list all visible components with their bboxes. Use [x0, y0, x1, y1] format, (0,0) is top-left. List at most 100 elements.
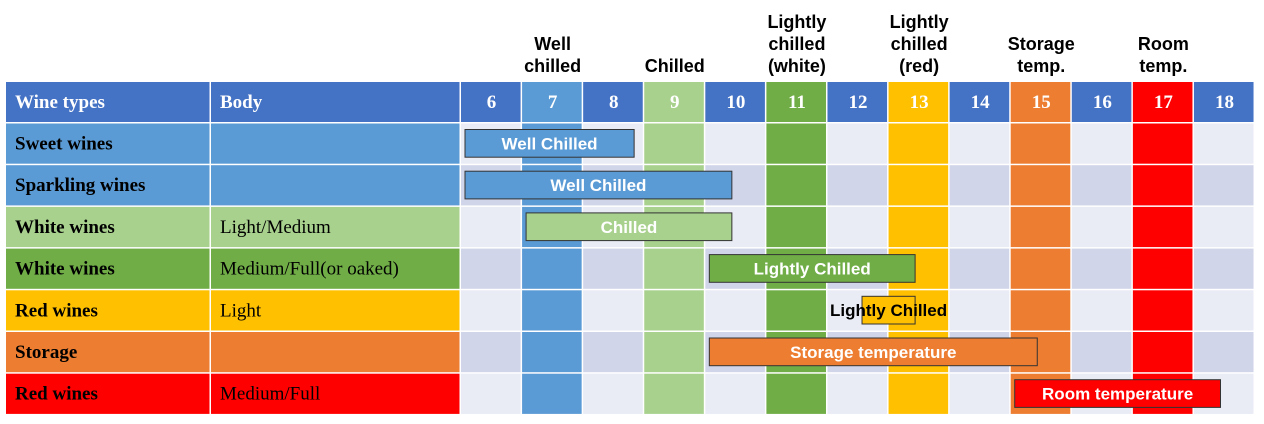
grid-cell [461, 373, 521, 414]
row-wine-type: Red wines [15, 384, 98, 405]
grid-cell [705, 373, 765, 414]
grid-cell [1071, 206, 1132, 248]
grid-cell [827, 165, 888, 206]
row-body-cell [211, 123, 460, 164]
column-top-label: chilled [891, 34, 948, 54]
range-bar-label: Well Chilled [550, 176, 646, 195]
row-type-cell [6, 290, 210, 331]
column-top-label: Storage [1008, 34, 1075, 54]
grid-cell [766, 373, 826, 414]
grid-cell [888, 206, 949, 248]
grid-cell [1071, 165, 1132, 206]
column-top-label: chilled [524, 56, 581, 76]
temperature-tick-label: 8 [609, 92, 619, 113]
column-top-label: temp. [1139, 56, 1187, 76]
grid-cell [766, 165, 826, 206]
temperature-tick-label: 13 [910, 92, 929, 113]
range-bar-label: Room temperature [1042, 385, 1193, 404]
grid-cell [644, 332, 704, 373]
grid-cell [522, 248, 582, 289]
row-body-cell [211, 290, 460, 331]
grid-cell [461, 206, 521, 248]
row-body-cell [211, 165, 460, 206]
row-wine-type: White wines [15, 217, 115, 238]
header-cell-wine-types [6, 82, 210, 122]
grid-cell [1132, 123, 1193, 164]
header-cell-temp [644, 82, 704, 122]
range-bar [861, 295, 916, 325]
range-bar-label: Storage temperature [790, 343, 956, 362]
grid-cell [766, 123, 826, 164]
grid-cell [1010, 248, 1071, 289]
row-body-text: Medium/Full(or oaked) [220, 259, 399, 280]
row-type-cell [6, 165, 210, 206]
grid-cell [644, 123, 704, 164]
grid-cell [1193, 123, 1254, 164]
grid-cell [1193, 206, 1254, 248]
row-body-cell [211, 248, 460, 289]
grid-cell [461, 248, 521, 289]
temperature-tick-label: 18 [1215, 92, 1234, 113]
column-top-label: (white) [768, 56, 826, 76]
grid-cell [1132, 206, 1193, 248]
grid-cell [1010, 165, 1071, 206]
column-top-label: (red) [899, 56, 939, 76]
row-wine-type: Red wines [15, 300, 98, 321]
column-top-label: temp. [1017, 56, 1065, 76]
grid-cell [827, 373, 888, 414]
grid-cell [827, 206, 888, 248]
range-bar [708, 337, 1038, 367]
grid-cell [705, 123, 765, 164]
row-body-text: Light/Medium [220, 217, 331, 238]
grid-cell [1010, 290, 1071, 331]
temperature-tick-label: 10 [726, 92, 745, 113]
header-cell-temp [1193, 82, 1254, 122]
grid-cell [949, 123, 1010, 164]
row-wine-type: Sweet wines [15, 134, 113, 155]
range-bar-label: Lightly Chilled [754, 259, 871, 278]
grid-cell [461, 290, 521, 331]
header-cell-body [211, 82, 460, 122]
grid-cell [1132, 165, 1193, 206]
temperature-tick-label: 6 [487, 92, 497, 113]
grid-cell [1193, 332, 1254, 373]
header-cell-temp [949, 82, 1010, 122]
grid-cell [949, 206, 1010, 248]
grid-cell [583, 248, 643, 289]
column-top-label: chilled [768, 34, 825, 54]
temperature-tick-label: 16 [1093, 92, 1112, 113]
column-top-label: Well [534, 34, 571, 54]
row-wine-type: Sparkling wines [15, 175, 145, 196]
grid-cell [644, 248, 704, 289]
grid-cell [888, 165, 949, 206]
header-cell-temp [1132, 82, 1193, 122]
grid-cell [949, 165, 1010, 206]
grid-cell [583, 290, 643, 331]
grid-cell [1193, 165, 1254, 206]
range-bar [525, 212, 733, 242]
grid-cell [1132, 332, 1193, 373]
row-type-cell [6, 373, 210, 414]
grid-cell [1071, 290, 1132, 331]
row-type-cell [6, 248, 210, 289]
row-type-cell [6, 123, 210, 164]
row-body-cell [211, 332, 460, 373]
temperature-tick-label: 14 [971, 92, 991, 113]
temperature-tick-label: 12 [849, 92, 868, 113]
grid-cell [949, 248, 1010, 289]
temperature-tick-label: 15 [1032, 92, 1051, 113]
grid-cell [949, 373, 1010, 414]
row-type-cell [6, 332, 210, 373]
header-cell-temp [1010, 82, 1071, 122]
column-top-label: Chilled [645, 56, 705, 76]
header-cell-temp [888, 82, 949, 122]
header-cell-temp [827, 82, 888, 122]
grid-cell [1132, 248, 1193, 289]
grid-cell [583, 373, 643, 414]
temperature-tick-label: 17 [1154, 92, 1174, 113]
grid-cell [522, 290, 582, 331]
header-cell-temp [705, 82, 765, 122]
grid-cell [1071, 332, 1132, 373]
